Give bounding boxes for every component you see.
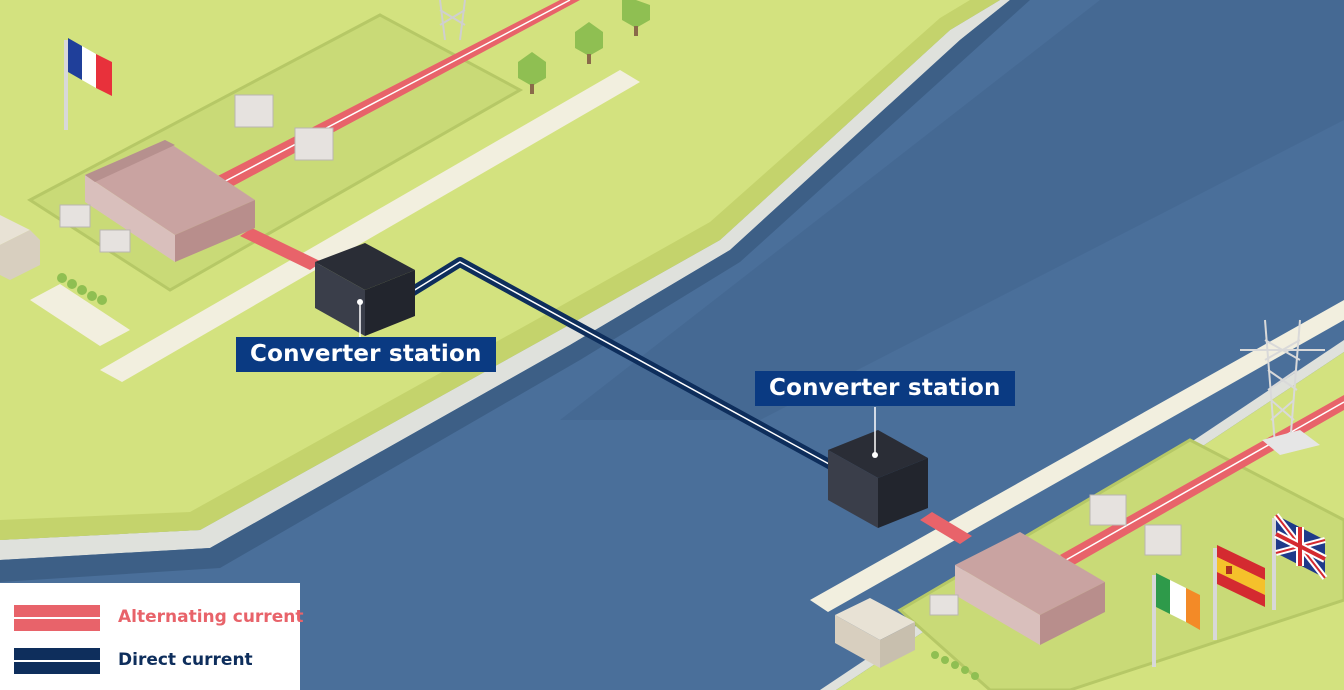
left-land-edge — [0, 0, 1000, 540]
right-small-building — [835, 598, 915, 668]
spain-flag — [1213, 545, 1265, 640]
converter-station-label-left: Converter station — [236, 337, 496, 372]
sea-shadow-band — [560, 0, 1344, 420]
converter-station-left — [315, 243, 415, 336]
ireland-flag — [1152, 573, 1200, 667]
legend-dc-label: Direct current — [118, 650, 253, 670]
converter-station-label-right: Converter station — [755, 371, 1015, 406]
left-trees — [518, 0, 650, 94]
left-transformers — [59, 94, 334, 253]
legend: Alternating current Direct current — [0, 583, 304, 690]
left-road — [100, 70, 640, 382]
right-hall-building — [955, 532, 1105, 645]
right-ac-line-stripe — [1065, 401, 1344, 561]
right-pylon — [1240, 319, 1325, 446]
right-pylon-base — [1262, 430, 1320, 455]
left-hedges — [57, 273, 107, 305]
uk-flag — [1272, 513, 1328, 610]
legend-ac-swatch — [14, 605, 100, 633]
left-pylon — [439, 0, 466, 41]
dc-cable-stripe — [404, 261, 841, 471]
right-ac-line — [920, 512, 972, 544]
legend-ac-label: Alternating current — [118, 607, 304, 627]
left-road-branch — [30, 284, 130, 346]
left-ac-line-stripe — [215, 0, 571, 187]
converter-left-pointer-dot — [357, 299, 363, 305]
right-hedges — [931, 651, 979, 680]
legend-item-dc: Direct current — [14, 648, 300, 676]
left-hall-building — [85, 140, 255, 262]
right-transformers — [929, 494, 1182, 616]
legend-dc-swatch — [14, 648, 100, 676]
left-ac-line-spur — [240, 228, 322, 270]
converter-right-pointer-dot — [872, 452, 878, 458]
left-small-building — [0, 215, 40, 280]
converter-station-right — [828, 430, 928, 528]
france-flag — [64, 38, 112, 130]
legend-item-ac: Alternating current — [14, 605, 304, 633]
